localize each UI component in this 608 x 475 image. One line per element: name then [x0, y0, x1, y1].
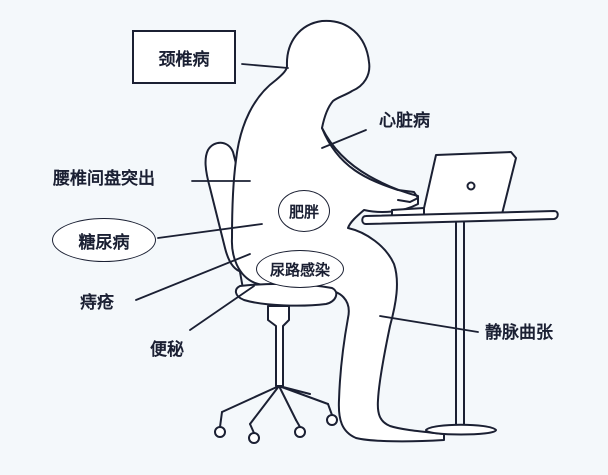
label-hemorrhoids: 痔疮 [80, 293, 114, 313]
chair-wheel [326, 414, 338, 426]
leader-diabetes [157, 223, 263, 239]
leader-heart [321, 129, 367, 149]
chair-column [267, 305, 290, 387]
laptop-camera [466, 181, 476, 191]
desk-leg [455, 221, 465, 425]
person-arm [321, 127, 419, 203]
leader-hemorrhoids [135, 253, 251, 301]
chair-base [221, 385, 329, 425]
chair-wheel [214, 426, 226, 438]
laptop-screen [421, 151, 517, 218]
label-diabetes: 糖尿病 [52, 218, 156, 262]
label-lumbar: 腰椎间盘突出 [53, 169, 155, 189]
label-urinary: 尿路感染 [256, 250, 344, 288]
desk-foot [425, 423, 497, 436]
leader-constipation [189, 285, 255, 331]
label-cervical: 颈椎病 [132, 30, 236, 84]
chair-wheel [248, 432, 260, 444]
label-varicose: 静脉曲张 [485, 323, 553, 343]
label-obesity: 肥胖 [278, 190, 330, 232]
desk-top [361, 210, 559, 225]
label-heart: 心脏病 [379, 111, 430, 131]
leader-cervical [241, 63, 289, 69]
person-silhouette [230, 19, 445, 443]
leader-varicose [379, 315, 479, 333]
chair-wheel [294, 426, 306, 438]
label-constipation: 便秘 [150, 340, 184, 360]
